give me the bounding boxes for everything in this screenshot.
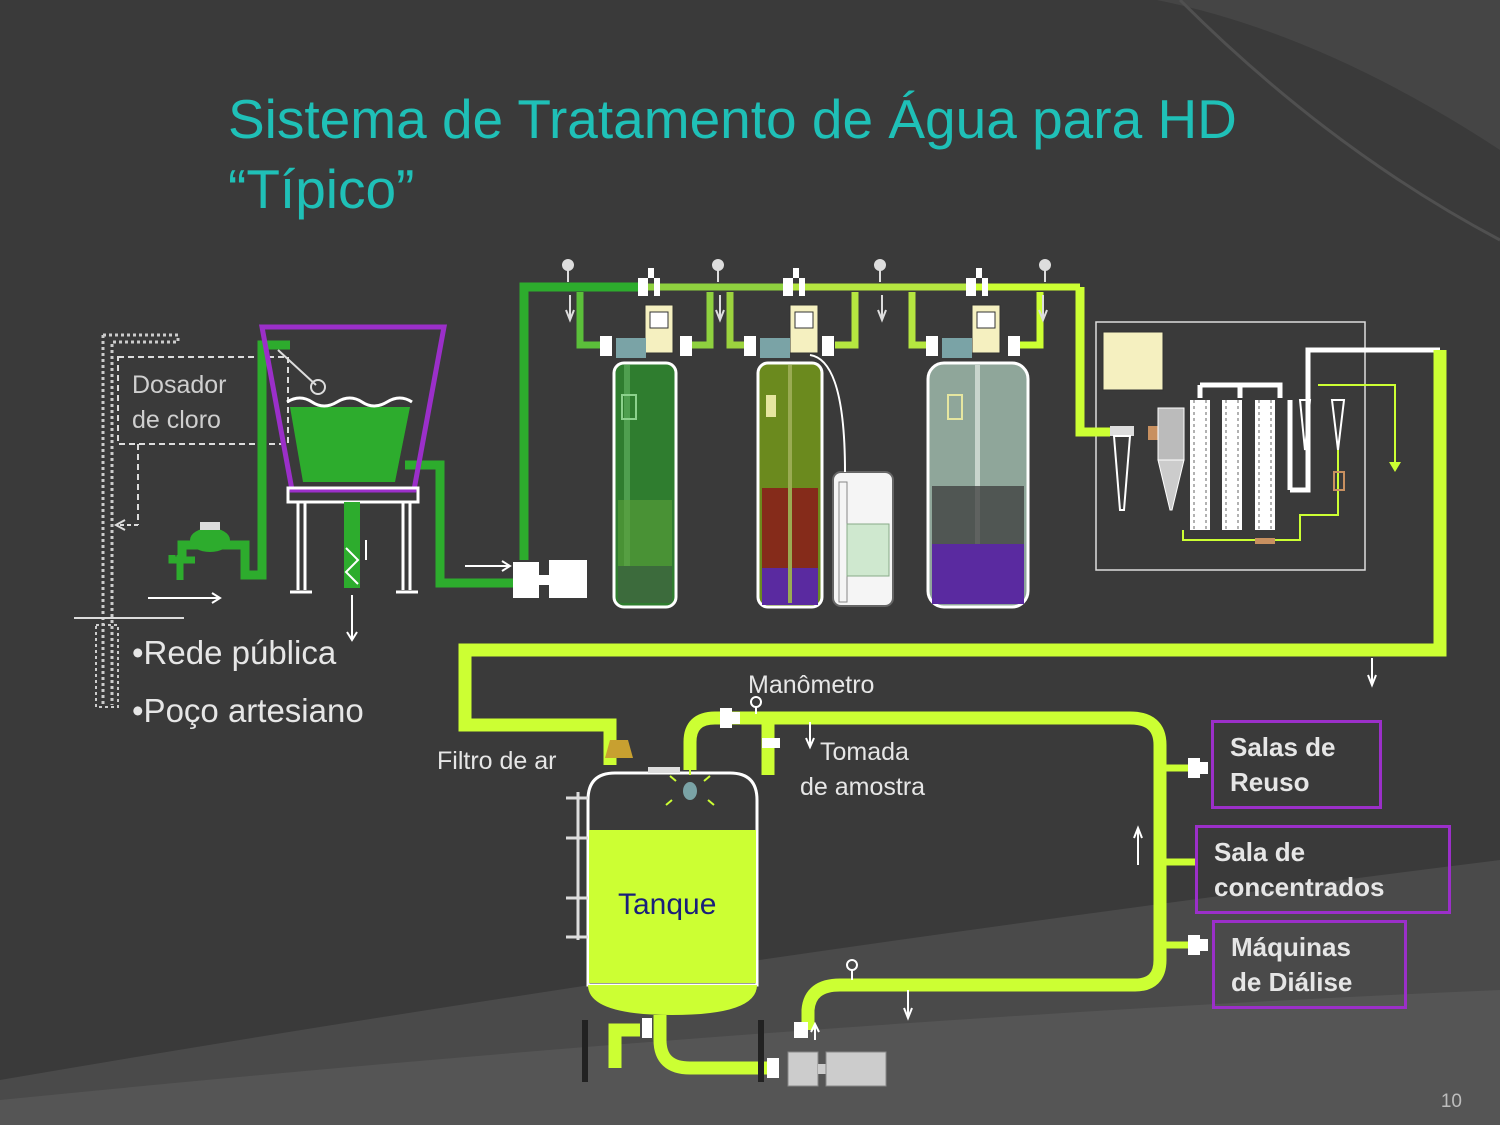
reuso-line-2: Reuso: [1230, 767, 1310, 797]
filtro-ar-label: Filtro de ar: [437, 747, 557, 775]
distribution-loop: [458, 350, 1447, 1075]
reservoir: [258, 324, 448, 594]
loop-arrows: [805, 658, 1377, 1040]
header-valves: [638, 268, 988, 296]
pressure-gauges: [562, 259, 1051, 323]
sala-de-concentrados-box: Sala de concentrados: [1195, 825, 1451, 914]
loop-branches: [1160, 764, 1195, 949]
water-meter-icon: [190, 522, 230, 552]
inlet-pipes: [177, 282, 640, 588]
tanque-label: Tanque: [618, 888, 717, 921]
dosador-label: Dosador de cloro: [132, 368, 227, 438]
maquinas-de-dialise-box: Máquinas de Diálise: [1212, 920, 1407, 1009]
brine-tank: [809, 354, 894, 607]
carbon-filter: [756, 361, 824, 609]
concentrados-line-2: concentrados: [1214, 872, 1385, 902]
filter-controllers: [600, 304, 1020, 358]
maquinas-line-1: Máquinas: [1231, 932, 1351, 962]
poco-artesiano-label: •Poço artesiano: [132, 692, 364, 729]
tank: [566, 740, 764, 1082]
rede-publica-label: •Rede pública: [132, 634, 337, 671]
dosador-line-2: de cloro: [132, 406, 221, 434]
flow-arrows: [148, 560, 512, 642]
salas-de-reuso-box: Salas de Reuso: [1211, 720, 1382, 809]
page-title: Sistema de Tratamento de Água para HD “T…: [228, 84, 1237, 224]
loop-fittings: [642, 696, 1208, 1087]
softener-filter: [926, 361, 1030, 609]
reuso-line-1: Salas de: [1230, 732, 1336, 762]
sand-filter: [612, 361, 678, 609]
feed-pump: [513, 560, 587, 598]
dosador-line-1: Dosador: [132, 371, 227, 399]
title-line-2: “Típico”: [228, 158, 415, 220]
title-line-1: Sistema de Tratamento de Água para HD: [228, 88, 1237, 150]
tomada-label-line-1: Tomada: [820, 738, 909, 766]
manometro-label: Manômetro: [748, 671, 875, 699]
concentrados-line-1: Sala de: [1214, 837, 1306, 867]
reverse-osmosis-unit: [1075, 287, 1440, 571]
filter-header-pipes: [576, 283, 1080, 349]
page-number: 10: [1440, 1091, 1462, 1112]
tomada-label-line-2: de amostra: [800, 773, 926, 801]
well-pipe: [74, 333, 184, 708]
maquinas-line-2: de Diálise: [1231, 967, 1353, 997]
